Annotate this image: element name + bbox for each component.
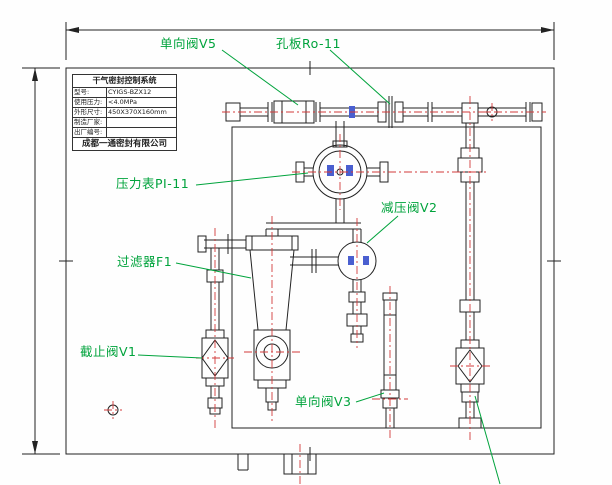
row-value: CYIGS-BZX12 — [108, 88, 152, 96]
leader-bottom-right — [474, 395, 501, 485]
label-pressure-gauge-pi11: 压力表PI-11 — [116, 176, 190, 191]
arrowhead-left-icon — [66, 27, 79, 33]
leader-v1 — [137, 354, 203, 359]
row-value — [107, 128, 176, 137]
row-value: <4.0MPa — [108, 98, 138, 106]
centerlines — [104, 96, 546, 484]
stop-valve-v1 — [197, 234, 246, 415]
hatch-marks — [327, 106, 369, 265]
bottom-bracket — [237, 453, 317, 475]
panel-outline — [231, 126, 542, 429]
title-block-row-manufacturer: 制造厂家: — [73, 118, 176, 128]
title-block-company: 成都一通密封有限公司 — [81, 139, 167, 149]
title-block-row-dimensions: 外形尺寸: 450X370X160mm — [73, 108, 176, 118]
arrowhead-up-icon — [32, 68, 38, 81]
row-label: 外形尺寸: — [73, 108, 107, 117]
label-reducing-valve-v2: 减压阀V2 — [381, 200, 438, 215]
leader-v3 — [355, 392, 385, 403]
arrowhead-right-icon — [541, 27, 554, 33]
row-value: 450X370X160mm — [108, 108, 167, 116]
row-label: 出厂编号: — [73, 128, 107, 137]
dimension-top — [65, 22, 555, 60]
leader-f1 — [175, 262, 252, 279]
header-pipe — [265, 222, 362, 242]
label-stop-valve-v1: 截止阀V1 — [80, 344, 137, 359]
label-check-valve-v5: 单向阀V5 — [160, 36, 217, 51]
row-value — [107, 118, 176, 127]
title-block-title: 干气密封控制系统 — [73, 75, 176, 88]
label-filter-f1: 过滤器F1 — [117, 254, 173, 269]
label-orifice-ro11: 孔板Ro-11 — [276, 36, 341, 51]
leader-pi11 — [195, 172, 309, 186]
label-check-valve-v3: 单向阀V3 — [295, 394, 352, 409]
title-block-row-pressure: 使用压力: <4.0MPa — [73, 98, 176, 108]
row-label: 使用压力: — [73, 98, 107, 107]
title-block-row-serial: 出厂编号: — [73, 128, 176, 138]
row-label: 型号: — [73, 88, 107, 97]
leader-lines — [137, 49, 501, 485]
row-label: 制造厂家: — [73, 118, 107, 127]
title-block-row-model: 型号: CYIGS-BZX12 — [73, 88, 176, 98]
leader-v5 — [221, 49, 299, 106]
leader-ro11 — [329, 49, 391, 105]
leader-v2 — [366, 215, 399, 244]
dimension-left — [22, 67, 60, 455]
arrowhead-down-icon — [32, 441, 38, 454]
title-block: 干气密封控制系统 型号: CYIGS-BZX12 使用压力: <4.0MPa 外… — [72, 74, 177, 151]
